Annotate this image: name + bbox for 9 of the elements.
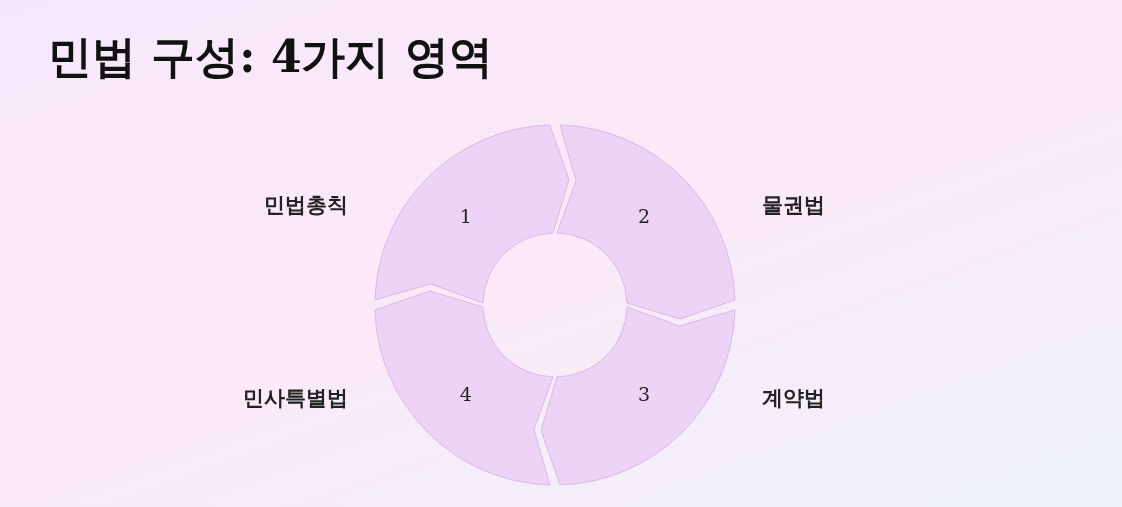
step-number: 2 [638,204,651,227]
step-number: 3 [638,383,651,406]
segment-label: 물권법 [762,192,825,218]
step-number: 1 [459,204,472,227]
page-title: 민법 구성: 4가지 영역 [48,30,493,84]
segment-label: 계약법 [762,385,825,411]
step-number: 4 [459,383,472,406]
segment-label: 민사특별법 [243,385,348,411]
segment-label: 민법총칙 [264,192,348,218]
